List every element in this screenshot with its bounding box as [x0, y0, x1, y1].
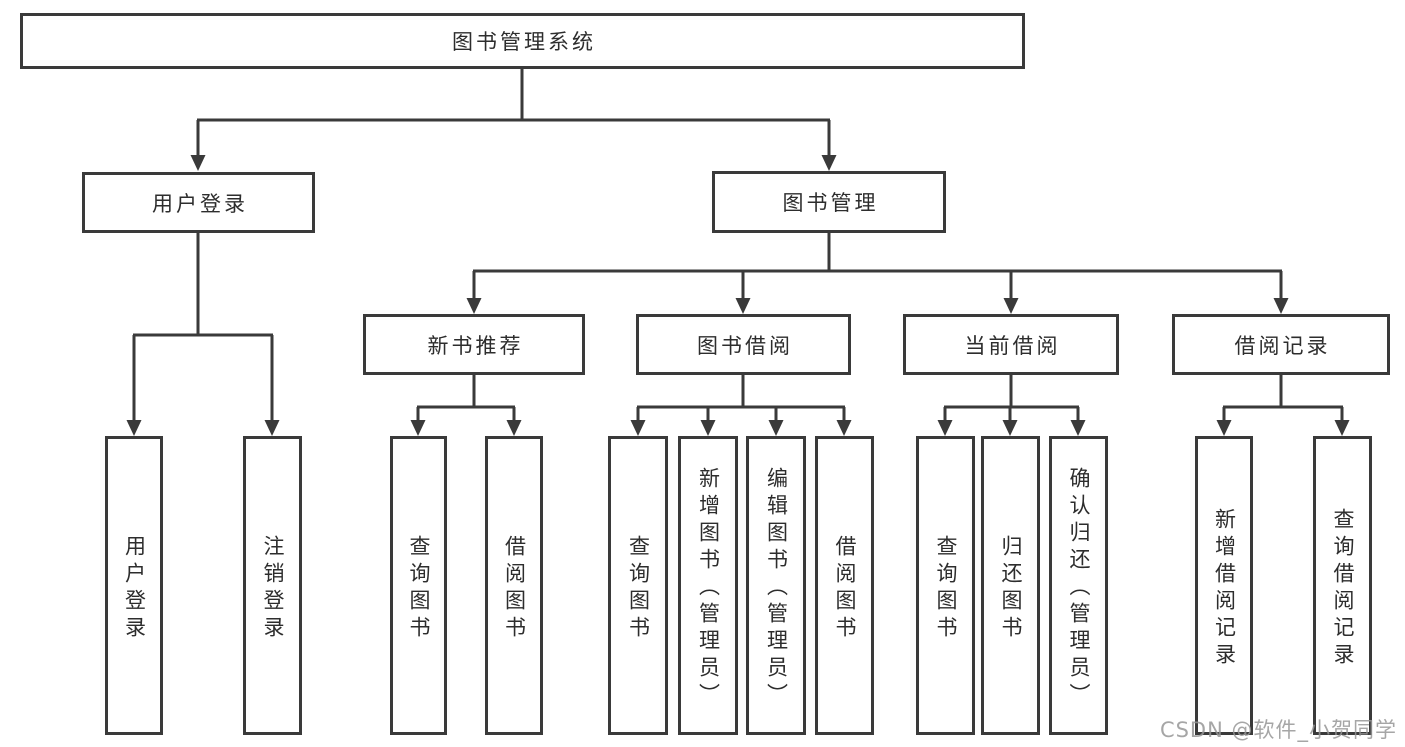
arrow-down-icon: [937, 420, 953, 436]
node-label: 查询图书: [934, 534, 958, 643]
node-borrowing-records: 借阅记录: [1172, 314, 1390, 375]
node-book-borrowing: 图书借阅: [636, 314, 851, 375]
node-label: 注销登录: [261, 534, 285, 643]
leaf-logout: 注销登录: [243, 436, 302, 735]
node-label: 查询借阅记录: [1331, 507, 1355, 670]
arrow-down-icon: [700, 420, 716, 436]
leaf-query-borrow-record: 查询借阅记录: [1313, 436, 1372, 735]
arrow-down-icon: [821, 155, 837, 171]
node-label: 图书管理系统: [452, 30, 596, 54]
arrow-down-icon: [836, 420, 852, 436]
leaf-query-books: 查询图书: [390, 436, 447, 735]
node-label: 用户登录: [122, 534, 147, 643]
node-user-login-branch: 用户登录: [82, 172, 315, 233]
node-root-system: 图书管理系统: [20, 13, 1025, 69]
arrow-down-icon: [1334, 420, 1350, 436]
leaf-query-books: 查询图书: [916, 436, 975, 735]
arrow-down-icon: [466, 298, 482, 314]
csdn-watermark: CSDN @软件_小贺同学: [1159, 718, 1397, 742]
arrow-down-icon: [126, 420, 142, 436]
node-label: 图书管理: [782, 191, 879, 215]
node-label: 编辑图书（管理员）: [764, 467, 789, 710]
node-label: 查询图书: [626, 534, 651, 643]
node-label: 查询图书: [407, 534, 431, 643]
node-label: 借阅图书: [502, 534, 527, 643]
arrow-down-icon: [1070, 420, 1086, 436]
arrow-down-icon: [630, 420, 646, 436]
node-label: 借阅记录: [1234, 333, 1331, 358]
node-label: 归还图书: [999, 534, 1023, 643]
leaf-query-books: 查询图书: [608, 436, 668, 735]
arrow-down-icon: [1003, 298, 1019, 314]
leaf-add-borrow-record: 新增借阅记录: [1195, 436, 1253, 735]
arrow-down-icon: [768, 420, 784, 436]
arrow-down-icon: [735, 298, 751, 314]
node-new-book-recommendation: 新书推荐: [363, 314, 585, 375]
node-label: 当前借阅: [964, 333, 1061, 358]
arrow-down-icons: [126, 155, 1350, 436]
arrow-down-icon: [264, 420, 280, 436]
leaf-borrow-books: 借阅图书: [485, 436, 543, 735]
arrow-down-icon: [190, 155, 206, 171]
leaf-user-login: 用户登录: [105, 436, 163, 735]
node-label: 用户登录: [152, 191, 248, 216]
node-label: 确认归还（管理员）: [1067, 467, 1091, 710]
node-label: 新增图书（管理员）: [696, 467, 721, 710]
node-label: 新书推荐: [427, 333, 524, 358]
node-label: 借阅图书: [833, 534, 857, 643]
node-book-management: 图书管理: [712, 171, 946, 233]
leaf-return-books: 归还图书: [981, 436, 1040, 735]
node-label: 图书借阅: [697, 333, 793, 358]
arrow-down-icon: [410, 420, 426, 436]
arrow-down-icon: [1216, 420, 1232, 436]
leaf-confirm-return-admin: 确认归还（管理员）: [1049, 436, 1108, 735]
arrow-down-icon: [1273, 298, 1289, 314]
arrow-down-icon: [1002, 420, 1018, 436]
leaf-borrow-books: 借阅图书: [815, 436, 874, 735]
node-label: 新增借阅记录: [1212, 507, 1237, 670]
arrow-down-icon: [506, 420, 522, 436]
tree-edges: [132, 69, 1344, 422]
leaf-add-books-admin: 新增图书（管理员）: [678, 436, 738, 735]
node-current-borrowing: 当前借阅: [903, 314, 1119, 375]
leaf-edit-books-admin: 编辑图书（管理员）: [746, 436, 806, 735]
